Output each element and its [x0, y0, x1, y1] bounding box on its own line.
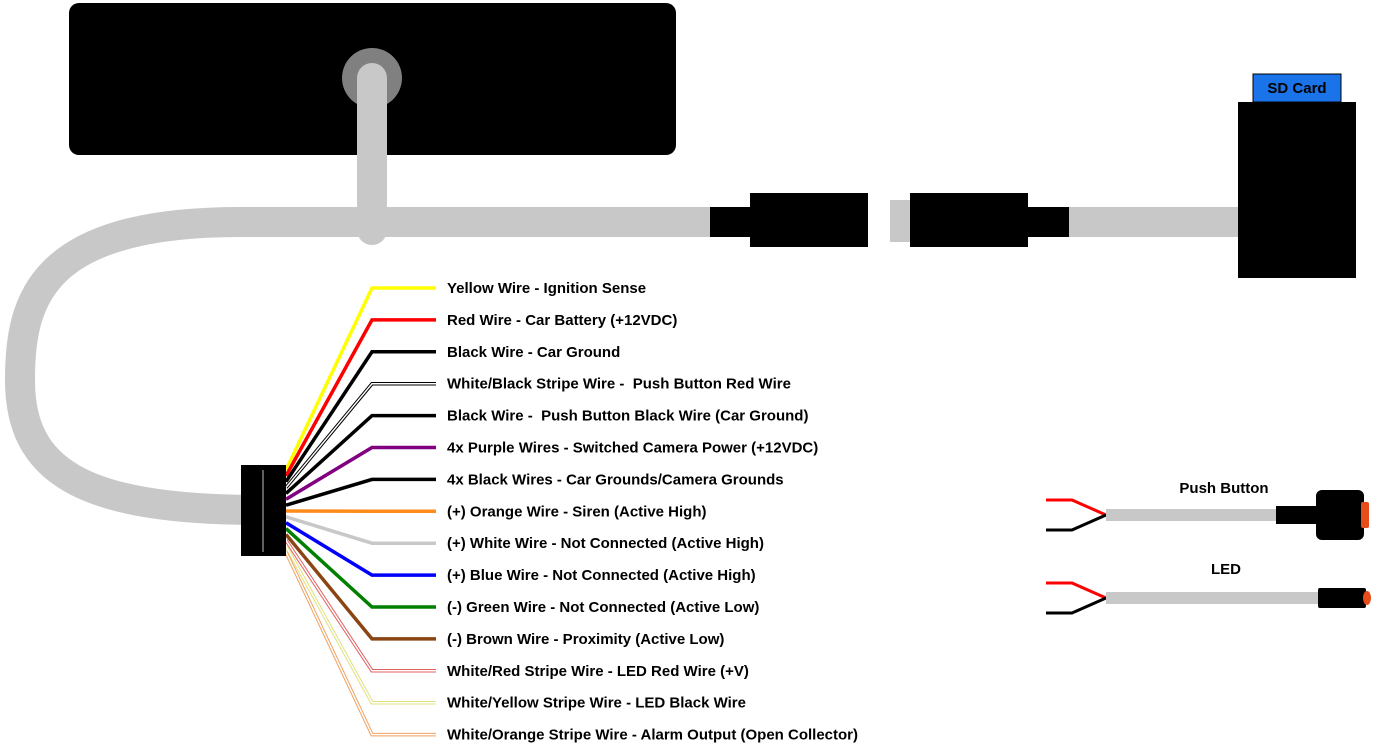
- led-body: [1318, 588, 1366, 608]
- wire-label-5: Black Wire - Push Button Black Wire (Car…: [447, 408, 808, 425]
- push-button-body-neck: [1276, 506, 1320, 524]
- led-red-lead: [1046, 581, 1107, 600]
- wire-stripe-15: [284, 551, 436, 737]
- wire-3: [284, 350, 436, 483]
- push-button-black-lead: [1046, 513, 1107, 532]
- wire-label-2: Red Wire - Car Battery (+12VDC): [447, 312, 677, 329]
- wire-label-4: White/Black Stripe Wire - Push Button Re…: [447, 376, 791, 393]
- led-label: LED: [1211, 561, 1241, 578]
- push-button-accessory: Push Button: [1046, 480, 1369, 540]
- wire-label-8: (+) Orange Wire - Siren (Active High): [447, 503, 707, 520]
- wire-label-1: Yellow Wire - Ignition Sense: [447, 280, 646, 297]
- push-button-label: Push Button: [1179, 480, 1268, 497]
- wire-label-9: (+) White Wire - Not Connected (Active H…: [447, 535, 764, 552]
- inline-connector-right: [910, 193, 1069, 247]
- wire-label-14: White/Yellow Stripe Wire - LED Black Wir…: [447, 695, 746, 712]
- wire-label-10: (+) Blue Wire - Not Connected (Active Hi…: [447, 567, 756, 584]
- harness-cable-loop: [4, 207, 715, 525]
- push-button-body: [1316, 490, 1364, 540]
- wire-label-13: White/Red Stripe Wire - LED Red Wire (+V…: [447, 663, 749, 680]
- wire-7: [285, 477, 436, 507]
- wire-10: [285, 521, 436, 577]
- wire-12: [284, 533, 436, 641]
- led-cable: [1106, 592, 1320, 604]
- push-button-cable: [1106, 509, 1278, 521]
- harness-connector-block: [241, 465, 286, 556]
- wire-label-11: (-) Green Wire - Not Connected (Active L…: [447, 599, 759, 616]
- wire-label-12: (-) Brown Wire - Proximity (Active Low): [447, 631, 724, 648]
- sd-card: [1252, 73, 1342, 103]
- wire-5: [284, 413, 436, 495]
- wire-2: [284, 318, 436, 477]
- wire-13: [285, 539, 436, 672]
- wire-4: [285, 382, 436, 489]
- wire-15: [285, 551, 436, 736]
- wire-14: [285, 545, 436, 704]
- extension-cable: [1040, 207, 1245, 237]
- led-accessory: LED: [1046, 561, 1371, 615]
- led-lens: [1363, 591, 1371, 605]
- wire-label-15: White/Orange Stripe Wire - Alarm Output …: [447, 727, 858, 744]
- wire-label-6: 4x Purple Wires - Switched Camera Power …: [447, 440, 818, 457]
- push-button-red-lead: [1046, 498, 1107, 517]
- wire-label-3: Black Wire - Car Ground: [447, 344, 620, 361]
- wire-1: [284, 286, 436, 471]
- wire-9: [285, 515, 436, 545]
- wire-6: [285, 445, 436, 501]
- push-button-cap: [1361, 502, 1369, 528]
- wire-label-7: 4x Black Wires - Car Grounds/Camera Grou…: [447, 471, 784, 488]
- wire-11: [284, 527, 436, 609]
- inline-connector-left: [710, 193, 868, 247]
- led-black-lead: [1046, 596, 1107, 615]
- sd-card-module: [1238, 102, 1356, 278]
- sd-card-label: SD Card: [1267, 80, 1326, 97]
